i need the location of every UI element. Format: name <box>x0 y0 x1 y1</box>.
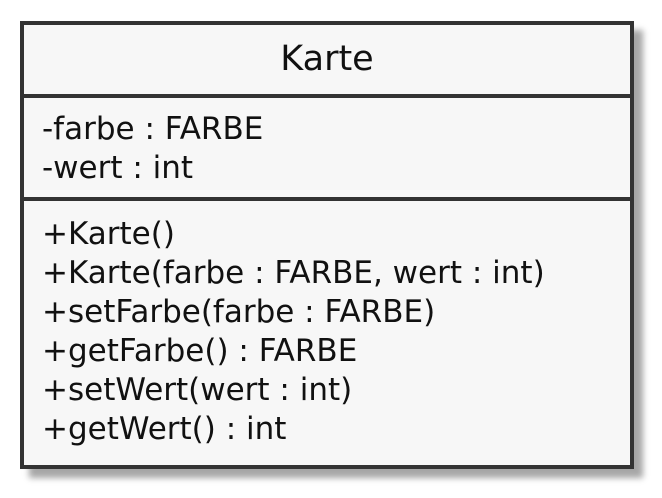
methods-compartment: +Karte() +Karte(farbe : FARBE, wert : in… <box>24 201 630 465</box>
attribute-farbe: -farbe : FARBE <box>42 111 264 147</box>
uml-class-box[interactable]: Karte -farbe : FARBE -wert : int +Karte(… <box>20 21 634 469</box>
method-set-farbe: +setFarbe(farbe : FARBE) <box>42 294 436 330</box>
method-get-farbe: +getFarbe() : FARBE <box>42 333 358 369</box>
class-name: Karte <box>280 39 374 79</box>
class-name-compartment: Karte <box>24 25 630 98</box>
method-constructor-params: +Karte(farbe : FARBE, wert : int) <box>42 255 545 291</box>
method-set-wert: +setWert(wert : int) <box>42 372 353 408</box>
attributes-compartment: -farbe : FARBE -wert : int <box>24 98 630 201</box>
method-constructor-default: +Karte() <box>42 216 175 252</box>
method-get-wert: +getWert() : int <box>42 411 287 447</box>
attribute-wert: -wert : int <box>42 150 194 186</box>
